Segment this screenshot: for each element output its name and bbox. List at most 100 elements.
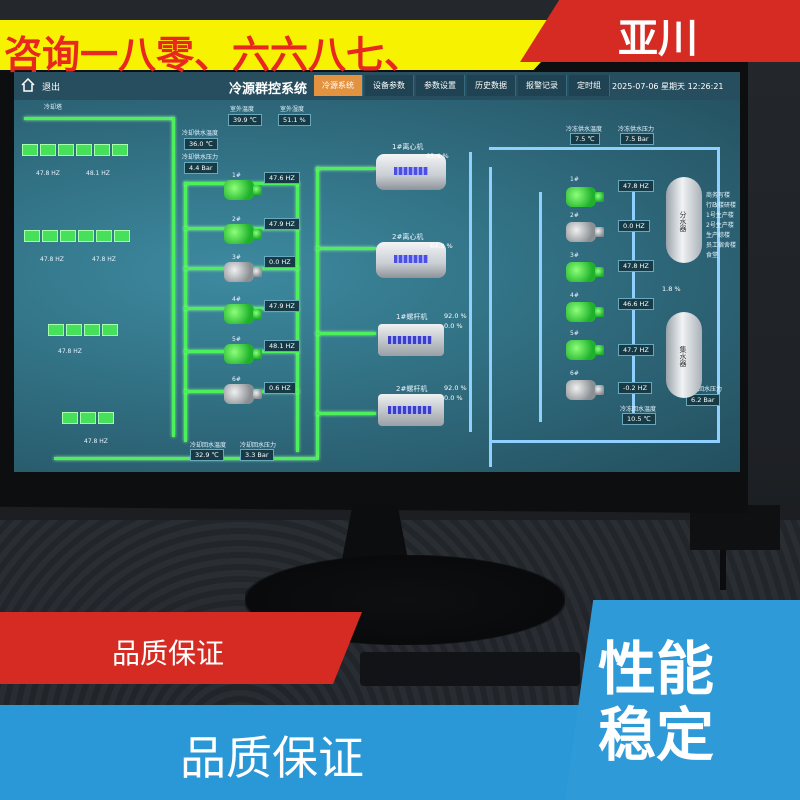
tab-alarms[interactable]: 报警记录 xyxy=(518,75,567,96)
tower-cell xyxy=(78,230,94,242)
pump-name: 5# xyxy=(570,330,579,337)
pump-icon xyxy=(566,302,604,322)
load-item: 1号生产楼 xyxy=(706,212,734,219)
pump-name: 5# xyxy=(232,336,241,343)
brand-box xyxy=(520,0,800,62)
tower-cell xyxy=(84,324,100,336)
chw-supply-press-label: 冷冻供水压力 xyxy=(618,126,655,133)
pump-name: 4# xyxy=(570,292,579,299)
outdoor-humidity-value: 51.1 % xyxy=(278,114,311,126)
pump-name: 6# xyxy=(570,370,579,377)
chiller-load: 92.0 % xyxy=(444,312,467,320)
pump-freq: 47.8 HZ xyxy=(618,260,654,272)
pump-freq: -0.2 HZ xyxy=(618,382,653,394)
chiller-name: 1#螺杆机 xyxy=(396,313,428,321)
stability-banner xyxy=(565,600,800,800)
tab-param-settings[interactable]: 参数设置 xyxy=(416,75,465,96)
supply-header-label: 分水器 xyxy=(679,211,687,232)
keyboard xyxy=(360,652,580,686)
cw-return-temp-value: 32.9 ℃ xyxy=(190,449,224,461)
pump-name: 2# xyxy=(232,216,241,223)
cw-pipe xyxy=(316,332,376,335)
exit-button[interactable]: 退出 xyxy=(42,83,61,93)
tower-cell xyxy=(42,230,58,242)
cw-pipe xyxy=(184,182,187,442)
cw-pipe xyxy=(316,167,319,457)
tower-freq: 47.8 HZ xyxy=(36,170,60,177)
weekday-text: 星期天 xyxy=(661,82,686,91)
tower-cell xyxy=(112,144,128,156)
load-item: 生产综楼 xyxy=(706,232,731,239)
outdoor-humidity-label: 室外湿度 xyxy=(280,106,305,113)
load-item: 食堂 xyxy=(706,252,719,259)
home-icon[interactable] xyxy=(20,78,36,92)
pump-freq: 47.9 HZ xyxy=(264,218,300,230)
tab-cold-source[interactable]: 冷源系统 xyxy=(314,75,363,96)
pump-name: 3# xyxy=(570,252,579,259)
system-title: 冷源群控系统 xyxy=(229,82,308,97)
tab-timer-groups[interactable]: 定时组 xyxy=(569,75,610,96)
chw-pipe xyxy=(539,192,542,422)
tower-freq: 47.8 HZ xyxy=(40,256,64,263)
tower-cell xyxy=(102,324,118,336)
cw-return-temp-label: 冷却回水温度 xyxy=(190,442,227,449)
chw-supply-temp-label: 冷冻供水温度 xyxy=(566,126,603,133)
tab-equipment-params[interactable]: 设备参数 xyxy=(365,75,414,96)
chiller-extra: 0.0 % xyxy=(444,394,463,402)
pump-name: 1# xyxy=(570,176,579,183)
cooling-tower-label: 冷却塔 xyxy=(44,104,63,111)
chw-supply-temp-value: 7.5 ℃ xyxy=(570,133,600,145)
chiller-icon xyxy=(378,324,444,356)
pump-icon xyxy=(224,180,262,200)
pump-freq: 48.1 HZ xyxy=(264,340,300,352)
tower-cell xyxy=(98,412,114,424)
tower-cell xyxy=(58,144,74,156)
cw-return-press-label: 冷却回水压力 xyxy=(240,442,277,449)
pump-name: 6# xyxy=(232,376,241,383)
tower-cell xyxy=(62,412,78,424)
chw-return-temp-value: 10.5 ℃ xyxy=(622,413,656,425)
chw-pipe xyxy=(489,167,492,467)
chiller-name: 2#离心机 xyxy=(392,233,424,241)
tower-cell xyxy=(60,230,76,242)
pump-freq: 0.0 HZ xyxy=(618,220,650,232)
cw-pipe xyxy=(316,412,376,415)
pump-name: 4# xyxy=(232,296,241,303)
chw-return-temp-label: 冷冻回水温度 xyxy=(620,406,657,413)
return-header-tank[interactable]: 集水器 xyxy=(666,312,702,398)
load-item: 员工宿舍楼 xyxy=(706,242,737,249)
tower-cell xyxy=(40,144,56,156)
load-item: 行政楼研楼 xyxy=(706,202,737,209)
pump-icon xyxy=(224,344,262,364)
pump-name: 3# xyxy=(232,254,241,261)
tower-cell xyxy=(96,230,112,242)
pump-icon xyxy=(224,384,262,404)
chiller-icon xyxy=(378,394,444,426)
pump-icon xyxy=(566,340,604,360)
cw-supply-press-label: 冷却供水压力 xyxy=(182,154,219,161)
supply-header-tank[interactable]: 分水器 xyxy=(666,177,702,263)
pump-icon xyxy=(566,222,604,242)
time-text: 12:26:21 xyxy=(687,82,724,91)
cw-pipe xyxy=(316,167,376,170)
pump-icon xyxy=(224,224,262,244)
bypass-percent: 1.8 % xyxy=(662,285,681,293)
tower-cell xyxy=(24,230,40,242)
cw-pipe xyxy=(24,117,174,120)
chw-pipe xyxy=(717,147,720,443)
chiller-load: 92.0 % xyxy=(444,384,467,392)
nav-tabs: 冷源系统 设备参数 参数设置 历史数据 报警记录 定时组 xyxy=(314,75,610,96)
tower-cell xyxy=(22,144,38,156)
chiller-icon xyxy=(376,242,446,278)
tower-cell xyxy=(48,324,64,336)
cw-pipe xyxy=(172,117,175,437)
quality-text-2: 品质保证 xyxy=(180,731,364,785)
tower-cell xyxy=(114,230,130,242)
chw-pipe xyxy=(469,152,472,432)
cw-return-press-value: 3.3 Bar xyxy=(240,449,274,461)
tower-cell xyxy=(66,324,82,336)
pump-name: 1# xyxy=(232,172,241,179)
tab-history[interactable]: 历史数据 xyxy=(467,75,516,96)
pump-icon xyxy=(224,304,262,324)
chiller-icon xyxy=(376,154,446,190)
